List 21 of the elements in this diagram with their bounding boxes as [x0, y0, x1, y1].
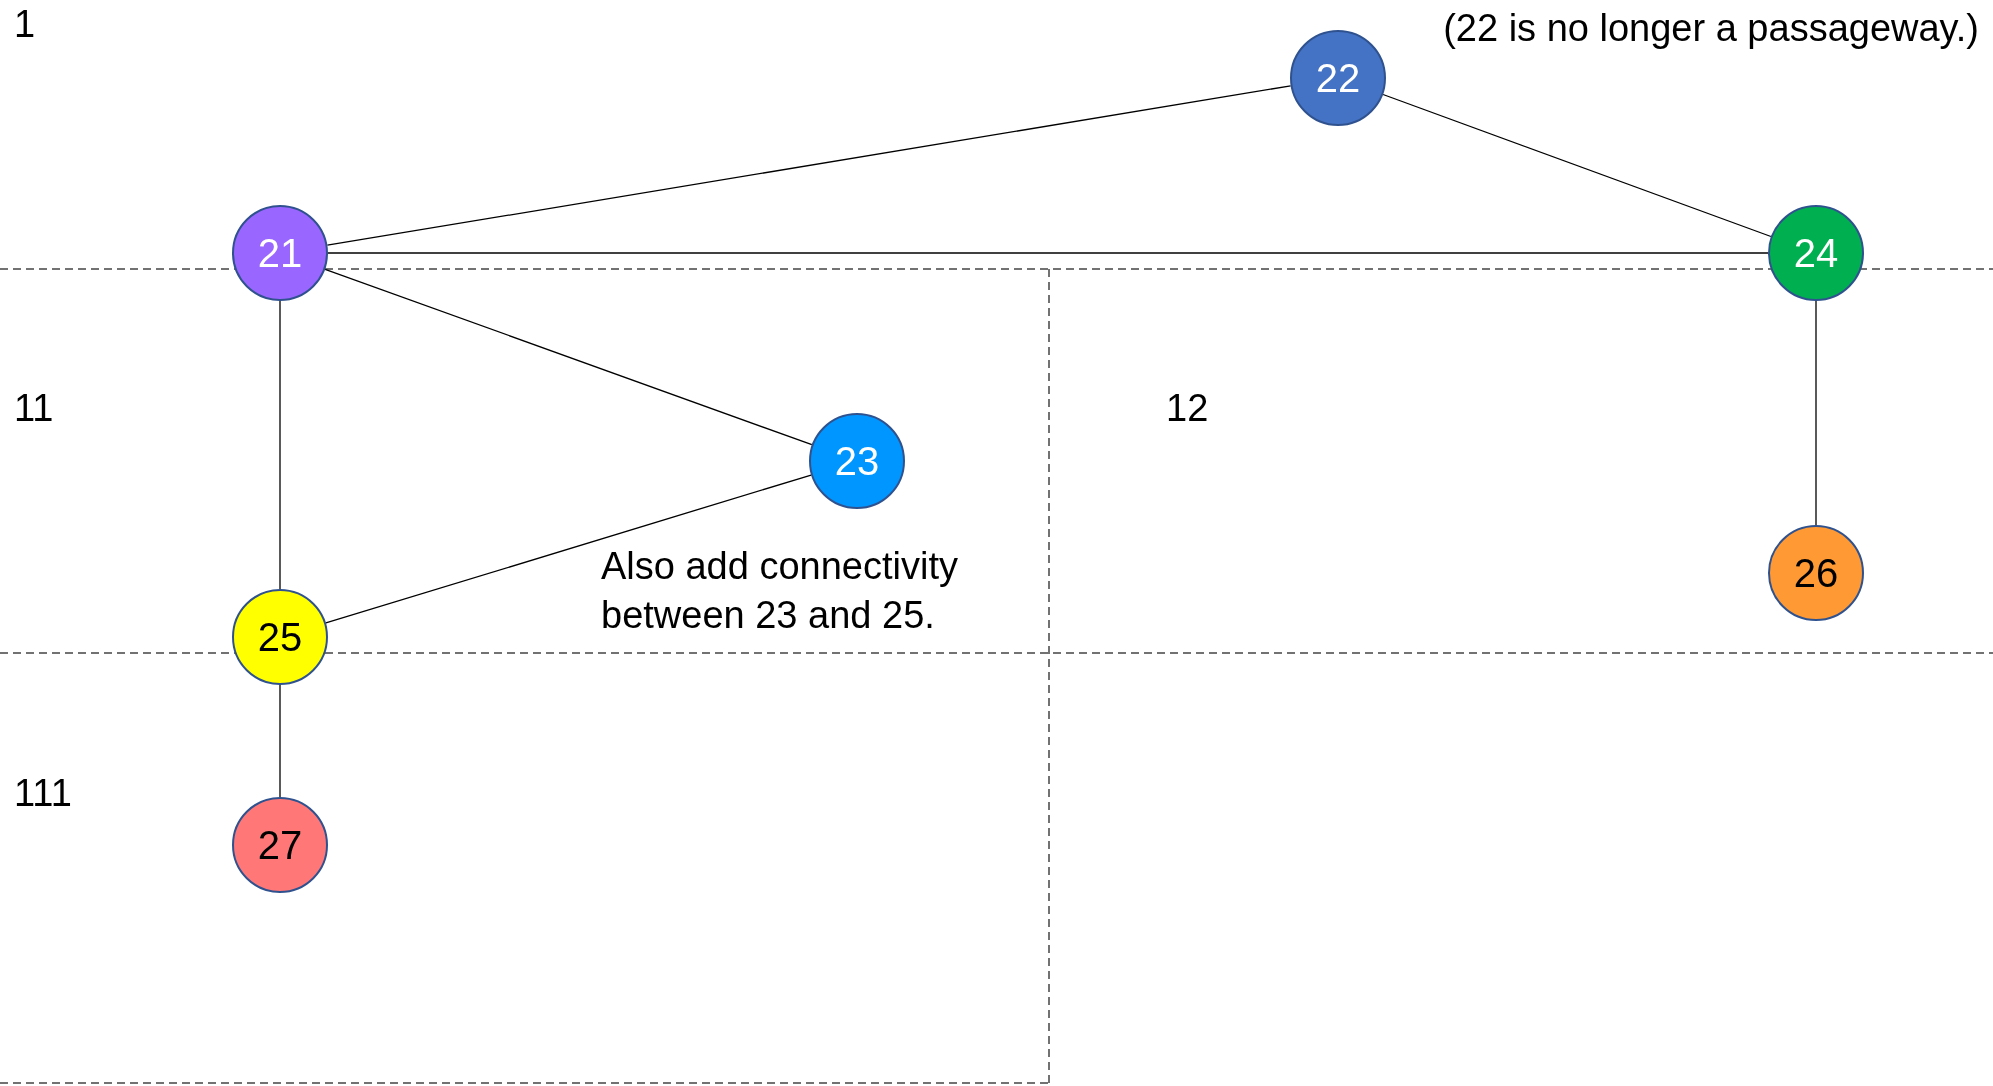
node-number: 27: [257, 825, 303, 865]
label-text: 1: [14, 2, 36, 47]
connector-line: [1815, 300, 1817, 526]
label-text: (22 is no longer a passageway.): [1443, 6, 1979, 51]
connector-line: [325, 474, 812, 624]
label-text: 11: [14, 386, 54, 431]
connector-line: [1382, 93, 1772, 238]
connector-line: [279, 300, 281, 590]
node-number: 23: [834, 441, 880, 481]
note-text: Also add connectivity between 23 and 25.: [601, 544, 959, 639]
node-number: 25: [257, 617, 303, 657]
node-number: 24: [1793, 233, 1839, 273]
node-number: 21: [257, 233, 303, 273]
connector-line: [324, 268, 813, 446]
connector-line: [326, 85, 1292, 246]
node-number: 26: [1793, 553, 1839, 593]
label-text: 111: [14, 771, 72, 816]
connector-line: [279, 684, 281, 798]
node-number: 22: [1315, 58, 1361, 98]
connector-line: [327, 252, 1769, 254]
label-text: 12: [1166, 386, 1209, 431]
